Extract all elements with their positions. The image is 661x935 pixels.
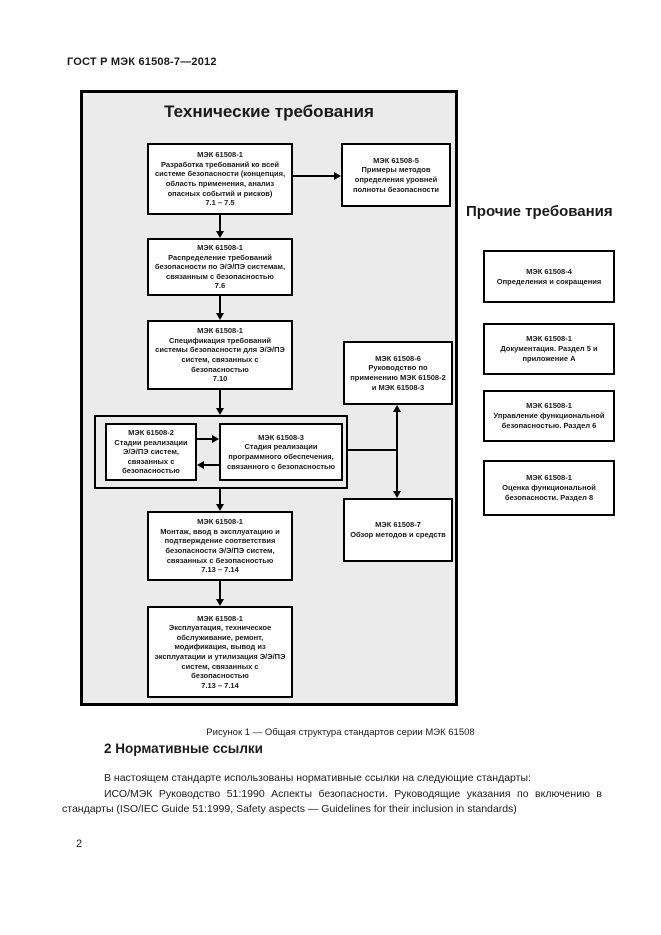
paragraph: В настоящем стандарте использованы норма… [104,772,531,784]
box-body: Управление функциональной безопасностью.… [493,411,605,430]
box-code: МЭК 61508-1 [526,334,572,344]
box-body: Распределение требований безопасности по… [154,252,286,281]
box-code: МЭК 61508-1 [526,473,572,483]
realisation-phase-frame: МЭК 61508-2 Стадии реализации Э/Э/ПЭ сис… [94,415,348,489]
flow-box-ee-pe-realisation: МЭК 61508-2 Стадии реализации Э/Э/ПЭ сис… [105,423,197,481]
box-code: МЭК 61508-4 [526,266,572,276]
flow-box-sil-methods-examples: МЭК 61508-5 Примеры методов определения … [341,143,451,207]
flow-arrow-down [215,296,224,320]
box-body: Стадия реализации программного обеспечен… [226,442,336,471]
flow-arrow-down [215,215,224,238]
box-code: МЭК 61508-1 [197,243,243,253]
box-body: Оценка функциональной безопасности. Разд… [502,483,596,502]
page-number: 2 [76,838,83,850]
flow-arrow-right [293,171,341,180]
other-box-fs-assessment: МЭК 61508-1 Оценка функциональной безопа… [483,460,615,516]
normative-references-text: В настоящем стандарте использованы норма… [62,771,602,818]
box-body: Разработка требований ко всей системе бе… [154,159,286,198]
flow-arrow-right [197,434,219,443]
box-ref: 7.10 [212,374,228,384]
section-heading: 2 Нормативные ссылки [104,741,263,756]
paragraph: ИСО/МЭК Руководство 51:1990 Аспекты безо… [62,787,602,816]
box-code: МЭК 61508-1 [197,517,243,527]
flow-arrow-down [215,489,224,511]
flow-box-requirements-allocation: МЭК 61508-1 Распределение требований без… [147,238,293,296]
box-ref: 7.13 – 7.14 [201,565,239,575]
box-body: Определения и сокращения [496,276,602,286]
box-ref: 7.1 – 7.5 [205,198,235,208]
box-code: МЭК 61508-3 [258,432,304,442]
flow-box-application-guide: МЭК 61508-6 Руководство по применению МЭ… [343,341,453,405]
other-box-fs-management: МЭК 61508-1 Управление функциональной бе… [483,390,615,442]
box-body: Стадии реализации Э/Э/ПЭ систем, связанн… [114,437,188,476]
box-body: Обзор методов и средств [350,530,446,539]
flow-arrow-left [197,460,219,469]
box-body: Спецификация требований системы безопасн… [155,335,285,374]
box-body: Эксплуатация, техническое обслуживание, … [154,623,286,681]
box-ref: 7.6 [214,281,226,291]
box-ref: 7.13 – 7.14 [201,680,239,690]
box-code: МЭК 61508-6 [375,353,421,363]
figure-caption: Рисунок 1 — Общая структура стандартов с… [206,727,475,738]
flow-box-requirements-specification: МЭК 61508-1 Спецификация требований сист… [147,320,293,390]
box-code: МЭК 61508-1 [197,326,243,336]
box-body: Руководство по применению МЭК 61508-2 и … [350,363,446,392]
box-code: МЭК 61508-2 [128,428,174,438]
flow-connector-line [348,449,396,451]
box-body: Монтаж, ввод в эксплуатацию и подтвержде… [160,526,280,565]
flow-box-safety-requirements-development: МЭК 61508-1 Разработка требований ко все… [147,143,293,215]
box-code: МЭК 61508-1 [526,401,572,411]
flow-box-installation-validation: МЭК 61508-1 Монтаж, ввод в эксплуатацию … [147,511,293,581]
flow-arrow-vertical-double [392,405,401,498]
flow-arrow-down [215,390,224,415]
flow-box-techniques-overview: МЭК 61508-7 Обзор методов и средств [343,498,453,562]
other-box-documentation: МЭК 61508-1 Документация. Раздел 5 и при… [483,323,615,375]
box-body: Примеры методов определения уровней полн… [352,165,440,194]
document-header: ГОСТ Р МЭК 61508-7—2012 [67,56,217,68]
box-code: МЭК 61508-7 [375,520,421,530]
box-code: МЭК 61508-1 [197,613,243,623]
flow-arrow-down [215,581,224,606]
flow-box-software-realisation: МЭК 61508-3 Стадия реализации программно… [219,423,343,481]
box-body: Документация. Раздел 5 и приложение А [500,344,598,363]
box-code: МЭК 61508-1 [197,150,243,160]
other-requirements-heading: Прочие требования [466,203,613,220]
other-box-definitions: МЭК 61508-4 Определения и сокращения [483,250,615,303]
flow-box-operation-maintenance: МЭК 61508-1 Эксплуатация, техническое об… [147,606,293,698]
figure-diagram: Технические требования МЭК 61508-1 Разра… [80,90,458,706]
diagram-title: Технические требования [164,102,374,121]
box-code: МЭК 61508-5 [373,155,419,165]
